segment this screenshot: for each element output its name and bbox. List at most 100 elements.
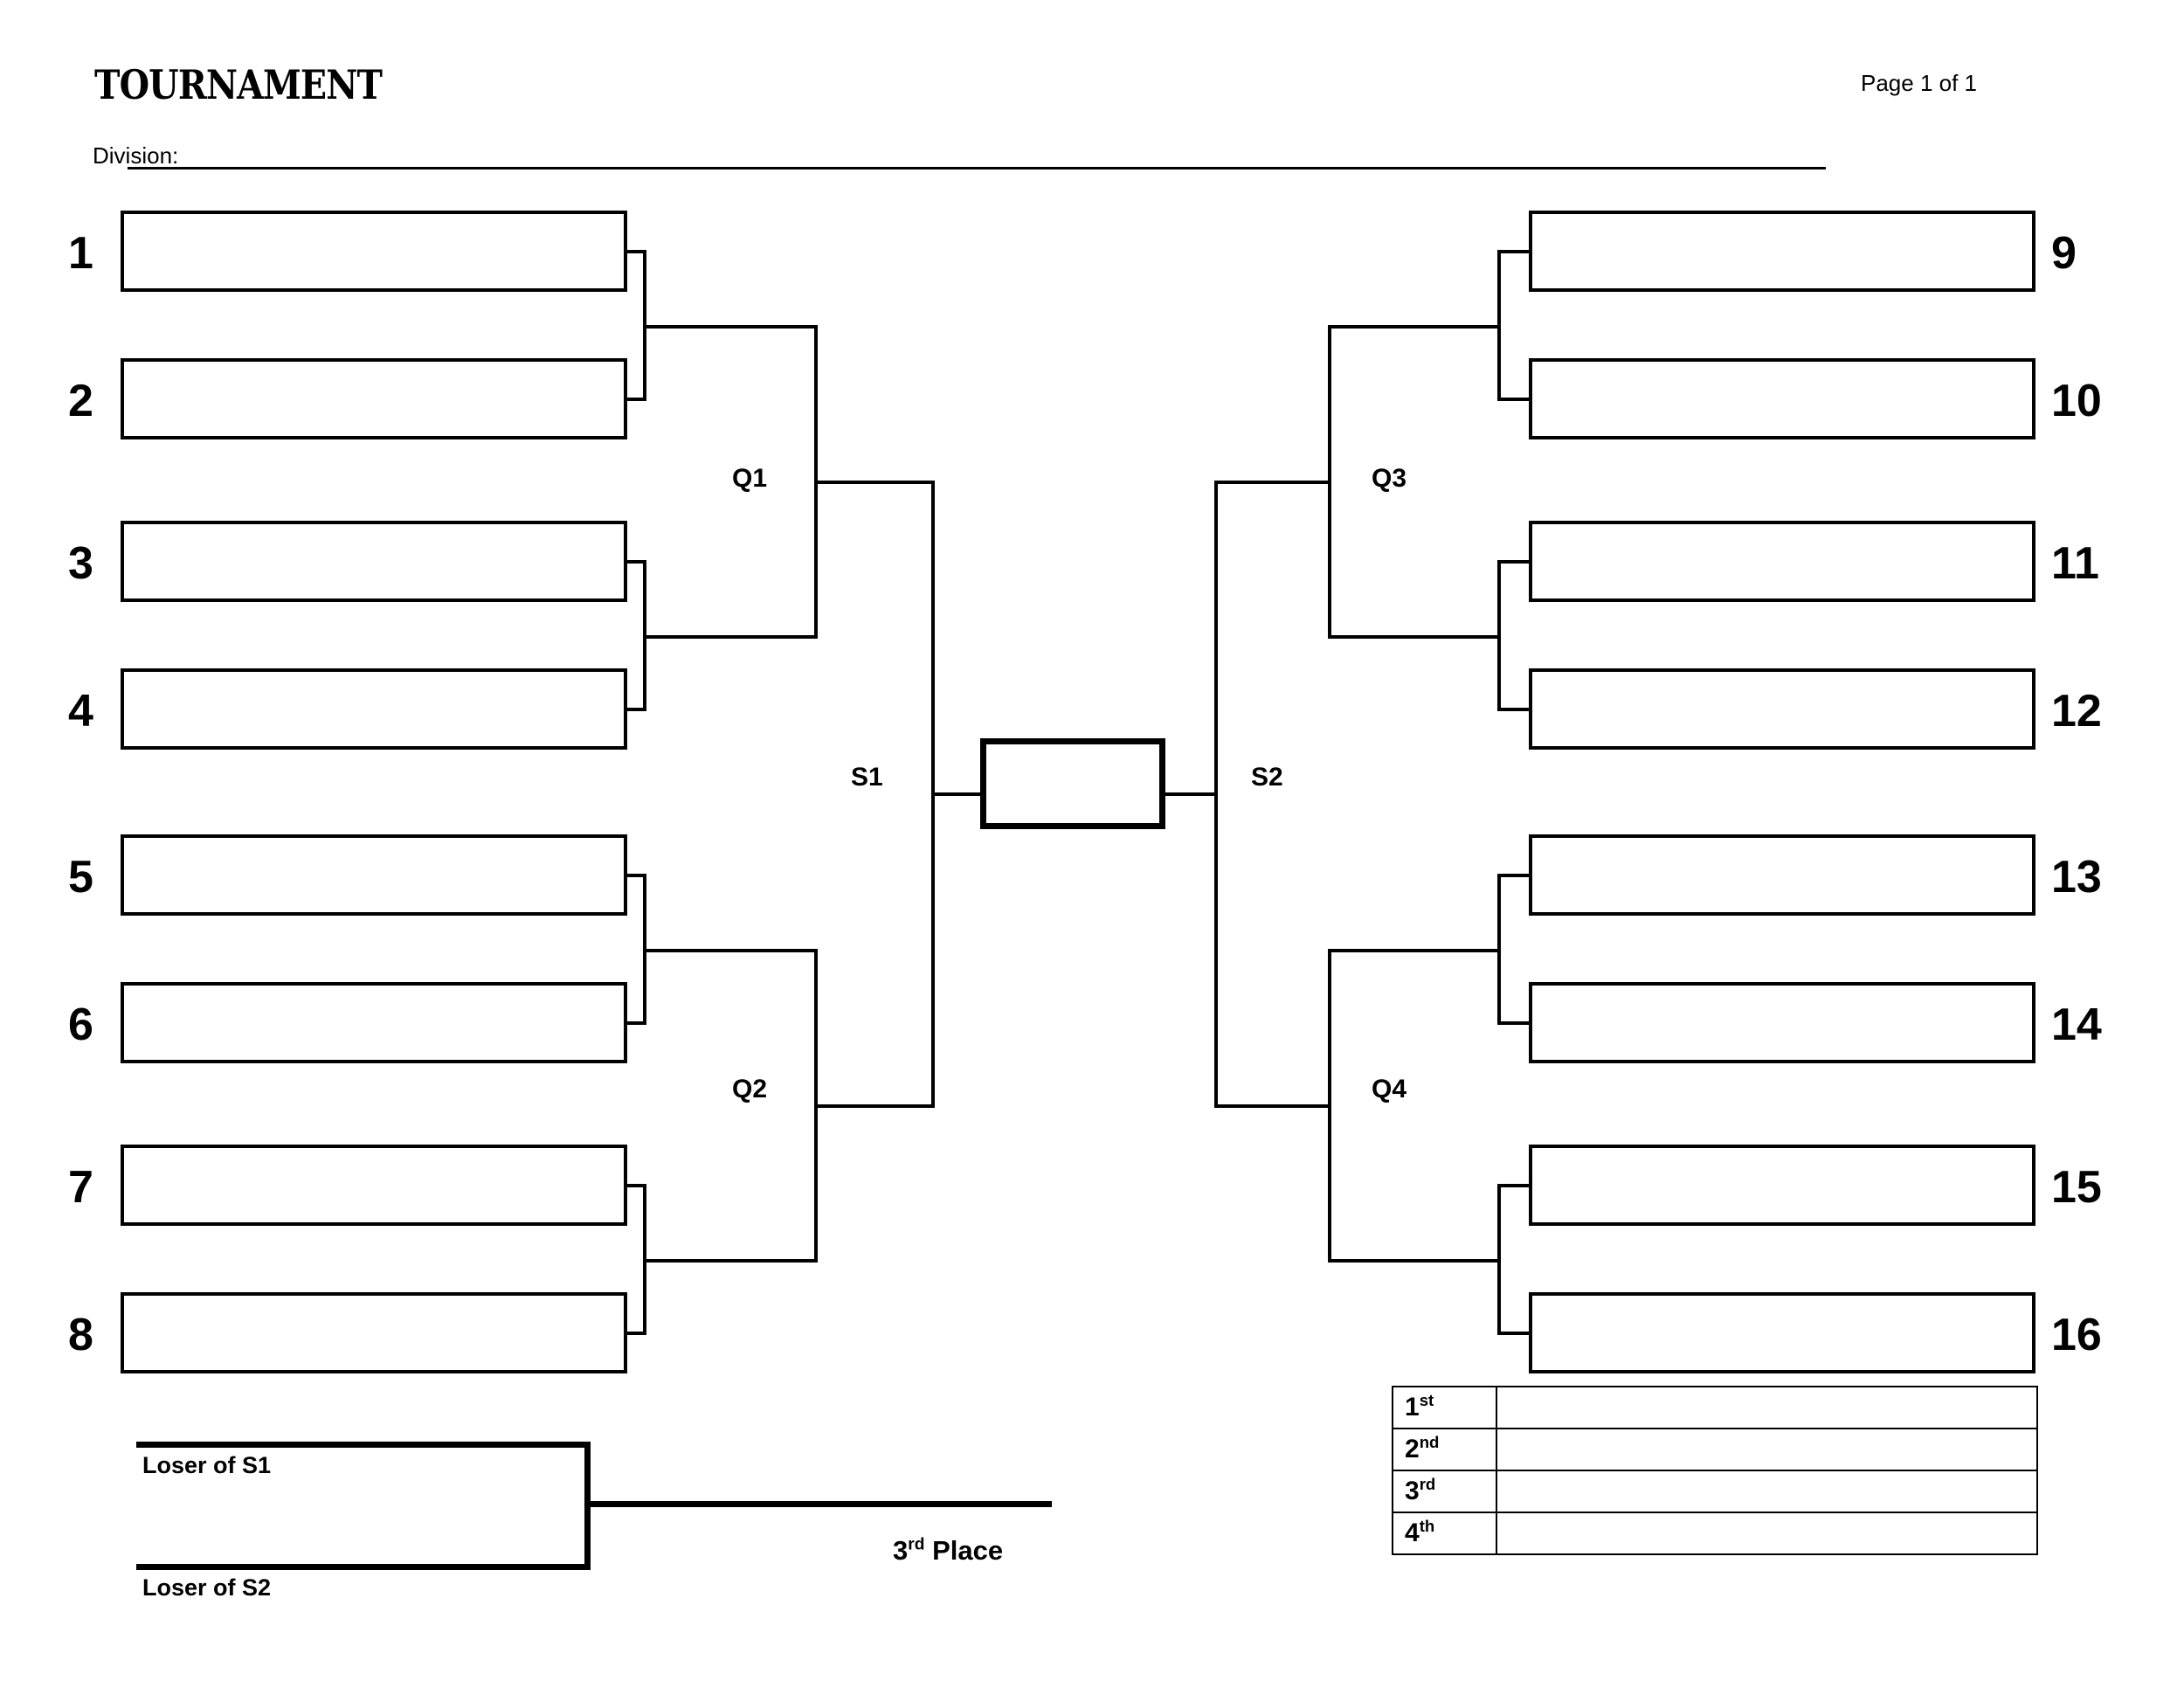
quarter-top-1 (643, 325, 818, 329)
placement-rank-ordinal: th (1419, 1517, 1435, 1535)
page-title: TOURNAMENT (94, 61, 383, 108)
quarter-top-r2 (1328, 949, 1501, 952)
loser-of-s1-label: Loser of S1 (142, 1452, 272, 1478)
placement-rank-number: 3 (1405, 1477, 1420, 1505)
placement-rank-ordinal: nd (1419, 1433, 1440, 1451)
placement-row: 4th (1392, 1512, 2038, 1555)
semi-bottom-2 (1214, 1103, 1331, 1108)
quarter-bottom-r1 (1328, 635, 1501, 639)
seed-number-10: 10 (2051, 376, 2102, 426)
round-label-q3: Q3 (1372, 464, 1407, 493)
quarter-bottom-2 (643, 1259, 818, 1263)
semi-top-2 (1214, 480, 1331, 484)
placement-row: 1st (1392, 1386, 2038, 1429)
quarter-top-r1 (1328, 325, 1501, 329)
seed-number-2: 2 (68, 376, 93, 426)
placement-row: 2nd (1392, 1428, 2038, 1471)
slot-box-8[interactable] (121, 1292, 627, 1373)
seed-number-1: 1 (68, 228, 93, 279)
slot-box-12[interactable] (1529, 668, 2035, 750)
seed-number-6: 6 (68, 1000, 93, 1050)
loser-of-s2-label: Loser of S2 (142, 1574, 272, 1601)
pair-stub-2 (627, 397, 646, 401)
slot-box-9[interactable] (1529, 211, 2035, 292)
pair-stub-r1 (1497, 249, 1529, 253)
seed-number-13: 13 (2051, 852, 2102, 903)
round-label-q1: Q1 (732, 464, 768, 493)
round-label-q4: Q4 (1372, 1075, 1407, 1103)
seed-number-8: 8 (68, 1310, 93, 1360)
seed-number-12: 12 (2051, 686, 2102, 737)
slot-box-3[interactable] (121, 521, 627, 602)
third-place-number: 3 (893, 1535, 909, 1566)
slot-box-4[interactable] (121, 668, 627, 750)
placement-rank-2: 2nd (1392, 1428, 1497, 1471)
pair-stub-r5 (1497, 873, 1529, 877)
slot-box-15[interactable] (1529, 1145, 2035, 1226)
semi-bottom-1 (814, 1103, 935, 1108)
placement-rank-1: 1st (1392, 1386, 1497, 1429)
slot-box-10[interactable] (1529, 358, 2035, 439)
slot-box-6[interactable] (121, 982, 627, 1063)
slot-box-11[interactable] (1529, 521, 2035, 602)
quarter-bottom-1 (643, 635, 818, 639)
round-label-s1: S1 (851, 763, 883, 792)
seed-number-14: 14 (2051, 1000, 2102, 1050)
third-place-bottom-line (136, 1564, 591, 1570)
semi-top-1 (814, 480, 935, 484)
pair-stub-r7 (1497, 1183, 1529, 1187)
seed-number-3: 3 (68, 538, 93, 589)
round-label-s2: S2 (1251, 763, 1283, 792)
champion-slot[interactable] (980, 738, 1165, 829)
pair-stub-r2 (1497, 397, 1529, 401)
slot-box-16[interactable] (1529, 1292, 2035, 1373)
slot-box-7[interactable] (121, 1145, 627, 1226)
pair-stub-3 (627, 559, 646, 564)
placement-rank-number: 2 (1405, 1435, 1420, 1463)
pair-stub-4 (627, 707, 646, 711)
division-input-line[interactable] (128, 167, 1826, 169)
third-place-suffix: Place (924, 1535, 1004, 1566)
seed-number-9: 9 (2051, 228, 2077, 279)
third-place-result-line (584, 1501, 1052, 1507)
seed-number-11: 11 (2051, 538, 2099, 589)
placement-rank-4: 4th (1392, 1512, 1497, 1555)
placement-value-1[interactable] (1496, 1386, 2038, 1429)
placement-rank-number: 1 (1405, 1393, 1420, 1422)
pair-stub-7 (627, 1183, 646, 1187)
placement-row: 3rd (1392, 1470, 2038, 1513)
seed-number-16: 16 (2051, 1310, 2102, 1360)
slot-box-5[interactable] (121, 834, 627, 916)
quarter-top-2 (643, 949, 818, 952)
seed-number-7: 7 (68, 1162, 93, 1213)
placement-value-3[interactable] (1496, 1470, 2038, 1513)
placement-rank-number: 4 (1405, 1519, 1420, 1547)
pair-stub-8 (627, 1331, 646, 1335)
seed-number-15: 15 (2051, 1162, 2102, 1213)
pair-stub-r3 (1497, 559, 1529, 564)
seed-number-5: 5 (68, 852, 93, 903)
round-label-q2: Q2 (732, 1075, 768, 1103)
pair-stub-6 (627, 1020, 646, 1025)
third-place-top-line (136, 1442, 591, 1448)
pair-stub-r8 (1497, 1331, 1529, 1335)
third-place-title: 3rd Place (893, 1535, 1003, 1567)
slot-box-13[interactable] (1529, 834, 2035, 916)
pair-stub-5 (627, 873, 646, 877)
division-label: Division: (93, 142, 179, 169)
slot-box-2[interactable] (121, 358, 627, 439)
slot-box-1[interactable] (121, 211, 627, 292)
third-place-ordinal: rd (908, 1535, 925, 1554)
seed-number-4: 4 (68, 686, 93, 737)
placement-rank-ordinal: rd (1419, 1475, 1436, 1493)
placement-value-4[interactable] (1496, 1512, 2038, 1555)
pair-stub-1 (627, 249, 646, 253)
pair-stub-r6 (1497, 1020, 1529, 1025)
slot-box-14[interactable] (1529, 982, 2035, 1063)
pair-stub-r4 (1497, 707, 1529, 711)
placement-rank-ordinal: st (1419, 1391, 1434, 1409)
placement-value-2[interactable] (1496, 1428, 2038, 1471)
